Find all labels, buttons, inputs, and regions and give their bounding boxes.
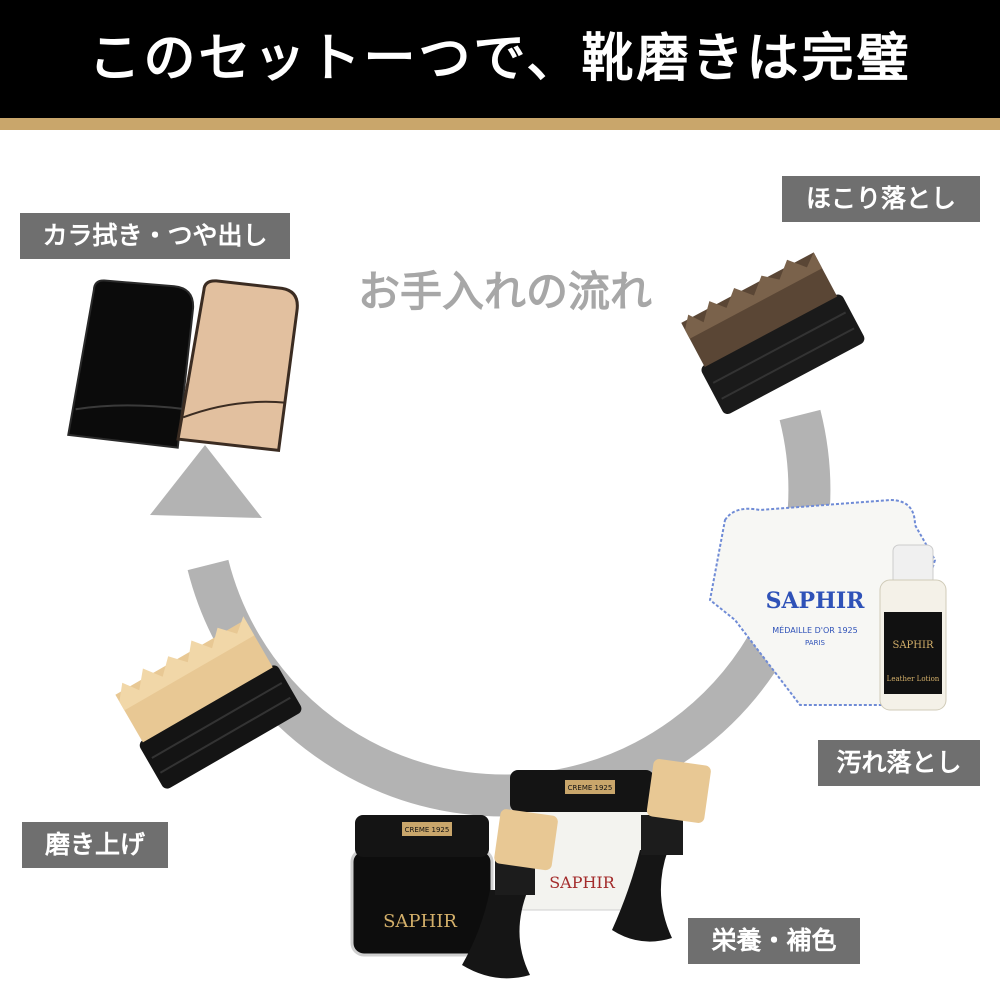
- cloth-award-text: MÉDAILLE D'OR 1925: [772, 624, 857, 635]
- step-label-nourish: 栄養・補色: [688, 918, 860, 964]
- white-jar-brand-text: SAPHIR: [549, 873, 616, 892]
- arrowhead: [150, 445, 262, 518]
- step-label-polish: 磨き上げ: [22, 822, 168, 868]
- cloth-brand-text: SAPHIR: [766, 588, 866, 614]
- cloth-city-text: PARIS: [805, 639, 825, 647]
- lotion-label-text: Leather Lotion: [887, 675, 940, 683]
- lotion-brand-text: SAPHIR: [892, 640, 933, 651]
- page-title: このセットーつで、靴磨きは完璧: [88, 29, 912, 89]
- white-cream-label: CREME 1925: [568, 784, 613, 792]
- flow-subtitle: お手入れの流れ: [357, 267, 652, 316]
- gold-divider: [0, 118, 1000, 130]
- step-label-dirt: 汚れ落とし: [818, 740, 980, 786]
- black-jar-brand-text: SAPHIR: [383, 911, 457, 932]
- black-cream-label: CREME 1925: [405, 826, 450, 834]
- step-label-shine: カラ拭き・つや出し: [20, 213, 290, 259]
- step-label-dust: ほこり落とし: [782, 176, 980, 222]
- header-banner: このセットーつで、靴磨きは完璧: [0, 0, 1000, 118]
